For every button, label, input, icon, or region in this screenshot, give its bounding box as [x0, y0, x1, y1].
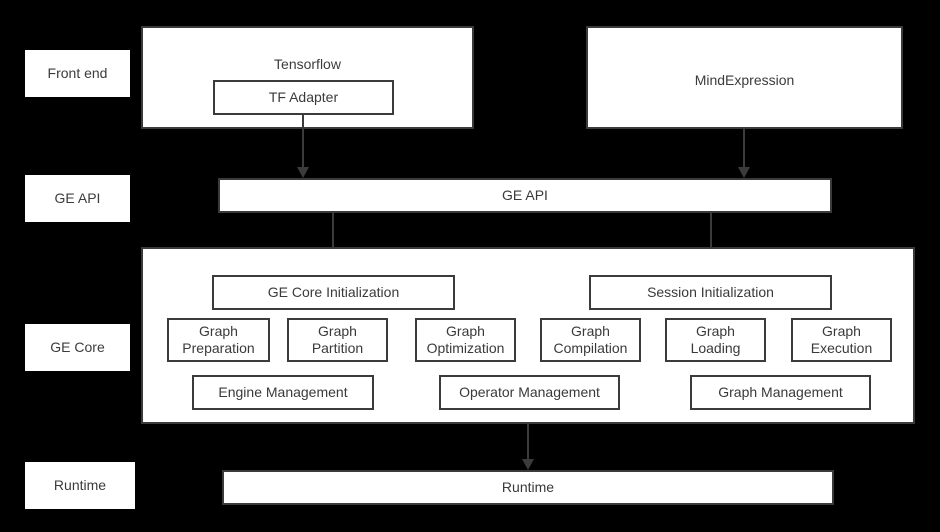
- graph-partition-box: Graph Partition: [287, 318, 388, 362]
- graph-compilation-label: Graph Compilation: [553, 323, 628, 356]
- graph-optimization-label: Graph Optimization: [426, 323, 505, 356]
- runtime-bar-label: Runtime: [501, 479, 555, 496]
- tf-adapter-label: TF Adapter: [268, 89, 339, 106]
- layer-label-ge-api: GE API: [25, 175, 130, 222]
- layer-label-ge-api-text: GE API: [54, 190, 101, 207]
- ge-api-bar: GE API: [218, 178, 832, 213]
- graph-compilation-box: Graph Compilation: [540, 318, 641, 362]
- session-initialization-label: Session Initialization: [647, 284, 774, 301]
- layer-label-ge-core-text: GE Core: [50, 339, 105, 356]
- graph-management-box: Graph Management: [690, 375, 871, 410]
- ge-api-bar-label: GE API: [502, 187, 548, 204]
- graph-loading-box: Graph Loading: [665, 318, 766, 362]
- layer-label-front-end: Front end: [25, 50, 130, 97]
- layer-label-ge-core: GE Core: [25, 324, 130, 371]
- runtime-bar: Runtime: [222, 470, 834, 505]
- tf-adapter-box: TF Adapter: [213, 80, 394, 115]
- engine-management-box: Engine Management: [192, 375, 374, 410]
- tensorflow-title: Tensorflow: [274, 56, 341, 72]
- graph-loading-label: Graph Loading: [690, 323, 741, 356]
- layer-label-runtime-text: Runtime: [53, 477, 107, 494]
- graph-optimization-box: Graph Optimization: [415, 318, 516, 362]
- graph-execution-box: Graph Execution: [791, 318, 892, 362]
- graph-preparation-label: Graph Preparation: [182, 323, 255, 356]
- operator-management-box: Operator Management: [439, 375, 620, 410]
- layer-label-front-end-text: Front end: [47, 65, 108, 82]
- graph-preparation-box: Graph Preparation: [167, 318, 270, 362]
- ge-core-initialization-box: GE Core Initialization: [212, 275, 455, 310]
- ge-core-initialization-label: GE Core Initialization: [267, 284, 400, 301]
- graph-execution-label: Graph Execution: [810, 323, 873, 356]
- mindexpression-container: MindExpression: [586, 26, 903, 129]
- operator-management-label: Operator Management: [459, 384, 600, 401]
- engine-management-label: Engine Management: [218, 384, 348, 401]
- graph-management-label: Graph Management: [718, 384, 843, 401]
- mindexpression-title: MindExpression: [694, 72, 795, 88]
- graph-partition-label: Graph Partition: [311, 323, 364, 356]
- session-initialization-box: Session Initialization: [589, 275, 832, 310]
- layer-label-runtime: Runtime: [25, 462, 135, 509]
